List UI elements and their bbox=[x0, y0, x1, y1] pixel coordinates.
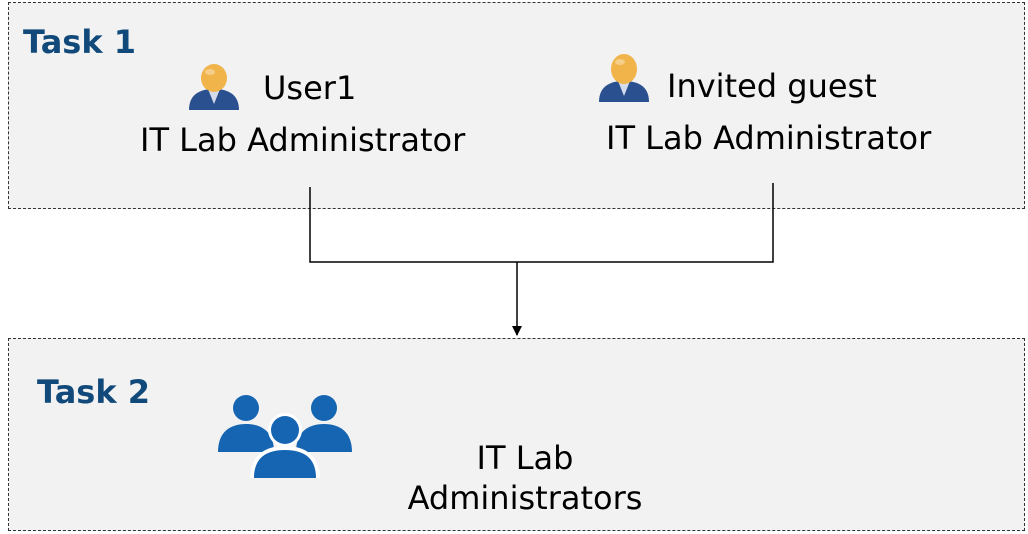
user1-name: User1 bbox=[263, 69, 357, 107]
connector-guest-line bbox=[517, 183, 774, 263]
group-name: IT Lab Administrators bbox=[403, 438, 647, 518]
task2-box bbox=[8, 338, 1025, 531]
user-icon bbox=[596, 52, 652, 108]
guest-role: IT Lab Administrator bbox=[606, 119, 932, 157]
group-icon bbox=[218, 394, 352, 482]
task2-title: Task 2 bbox=[37, 373, 151, 411]
group-name-line1: IT Lab bbox=[476, 439, 574, 477]
user-icon bbox=[186, 62, 242, 116]
task1-title: Task 1 bbox=[23, 23, 137, 61]
guest-name: Invited guest bbox=[667, 67, 877, 105]
user1-role: IT Lab Administrator bbox=[140, 121, 466, 159]
group-name-line2: Administrators bbox=[407, 479, 643, 517]
connector-user1-line bbox=[309, 187, 517, 263]
task1-box bbox=[8, 2, 1025, 209]
